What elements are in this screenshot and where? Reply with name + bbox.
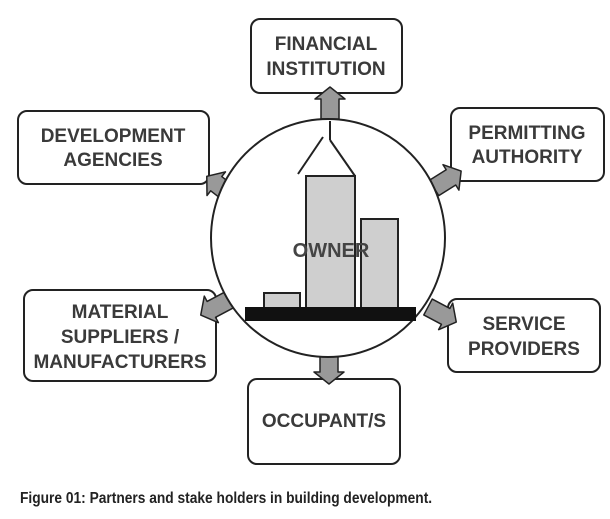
arrow-to-occupant <box>313 355 345 385</box>
label-occupant: OCCUPANT/S <box>262 411 386 432</box>
label-service-line1: SERVICE <box>482 314 565 335</box>
box-material-suppliers <box>23 289 217 382</box>
arrow-to-service <box>423 298 458 331</box>
label-material-line2: SUPPLIERS / <box>61 327 180 348</box>
box-permitting-authority <box>450 107 605 182</box>
owner-label: OWNER <box>293 240 370 262</box>
label-permitting-line1: PERMITTING <box>468 123 585 144</box>
arrow-to-financial <box>314 86 346 120</box>
crane-icon <box>297 121 356 177</box>
label-financial-line2: INSTITUTION <box>266 59 385 80</box>
figure-caption: Figure 01: Partners and stake holders in… <box>20 490 433 507</box>
label-financial-line1: FINANCIAL <box>275 34 378 55</box>
box-financial-institution <box>250 18 403 94</box>
building-base <box>245 307 416 321</box>
label-permitting-line2: AUTHORITY <box>472 147 583 168</box>
box-development-agencies <box>17 110 210 185</box>
building-icon <box>245 175 416 321</box>
label-development-line2: AGENCIES <box>63 150 162 171</box>
box-service-providers <box>447 298 601 373</box>
arrow-to-material <box>199 291 234 324</box>
label-material-line3: MANUFACTURERS <box>33 352 206 373</box>
arrow-to-permitting <box>428 163 462 197</box>
label-development-line1: DEVELOPMENT <box>41 126 186 147</box>
label-material-line1: MATERIAL <box>72 302 169 323</box>
label-service-line2: PROVIDERS <box>468 339 580 360</box>
